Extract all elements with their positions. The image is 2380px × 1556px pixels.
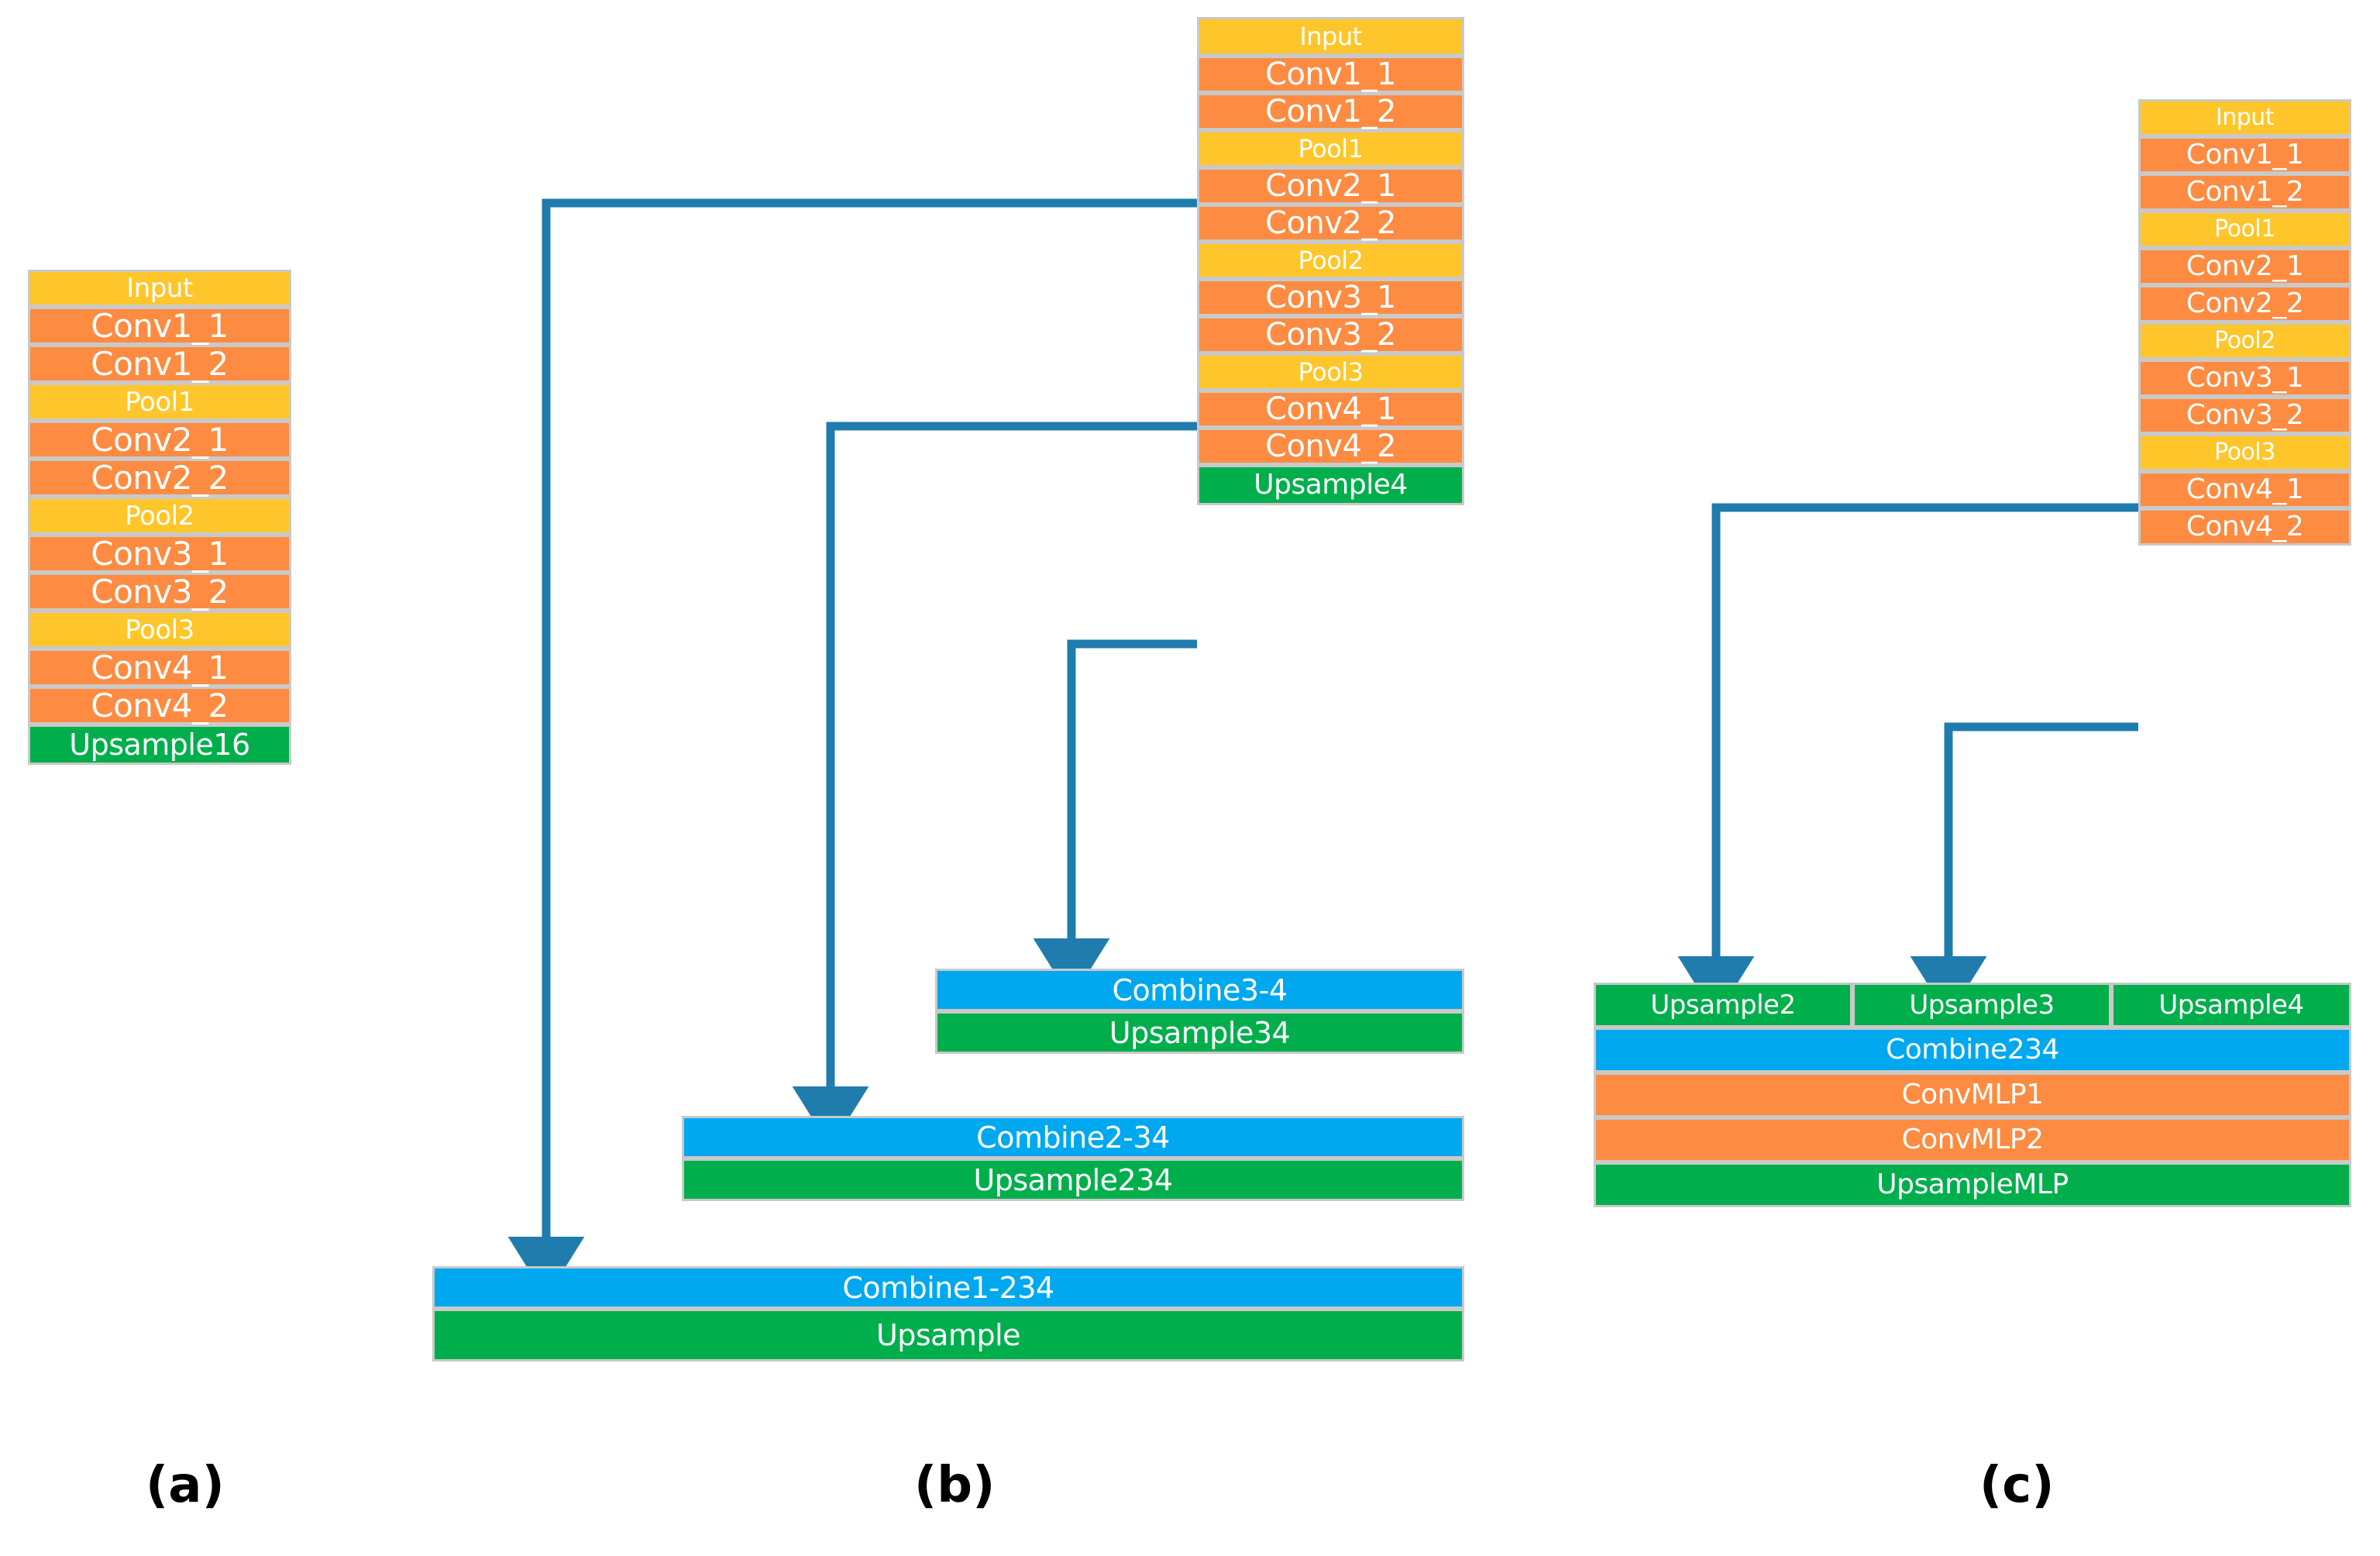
block-c-7[interactable]: Conv3_1 bbox=[2138, 360, 2351, 397]
block-a-11[interactable]: Conv4_2 bbox=[28, 687, 291, 725]
block-c-3[interactable]: Pool1 bbox=[2138, 211, 2351, 248]
block-a-0[interactable]: Input bbox=[28, 270, 291, 307]
panel-label-c: (c) bbox=[1979, 1457, 2055, 1514]
block-b-9[interactable]: Pool3 bbox=[1197, 353, 1464, 391]
block-a-10[interactable]: Conv4_1 bbox=[28, 649, 291, 687]
step-b-combine2-34[interactable]: Combine2-34 bbox=[682, 1116, 1464, 1158]
block-b-2[interactable]: Conv1_2 bbox=[1197, 93, 1464, 130]
block-c-9[interactable]: Pool3 bbox=[2138, 434, 2351, 471]
block-c-11[interactable]: Conv4_2 bbox=[2138, 508, 2351, 546]
block-b-7[interactable]: Conv3_1 bbox=[1197, 279, 1464, 316]
step-b-upsample234[interactable]: Upsample234 bbox=[682, 1158, 1464, 1201]
block-b-1[interactable]: Conv1_1 bbox=[1197, 56, 1464, 93]
block-a-12[interactable]: Upsample16 bbox=[28, 725, 291, 765]
arrow-b-conv3_2-to-combine3-4 bbox=[1033, 639, 1197, 1000]
block-b-6[interactable]: Pool2 bbox=[1197, 242, 1464, 279]
block-a-8[interactable]: Conv3_2 bbox=[28, 573, 291, 611]
arrow-b-conv1_2-to-combine1-234 bbox=[507, 198, 1197, 1298]
block-a-6[interactable]: Pool2 bbox=[28, 497, 291, 535]
arrow-c-conv2_2-to-upsample2 bbox=[1677, 503, 2138, 1017]
step-b-combine1-234[interactable]: Combine1-234 bbox=[432, 1266, 1464, 1309]
step-b-upsample[interactable]: Upsample bbox=[432, 1309, 1464, 1362]
block-a-7[interactable]: Conv3_1 bbox=[28, 535, 291, 573]
block-a-4[interactable]: Conv2_1 bbox=[28, 421, 291, 459]
block-b-4[interactable]: Conv2_1 bbox=[1197, 167, 1464, 205]
block-c-2[interactable]: Conv1_2 bbox=[2138, 174, 2351, 211]
step-b-upsample34[interactable]: Upsample34 bbox=[935, 1011, 1464, 1054]
block-c-1[interactable]: Conv1_1 bbox=[2138, 136, 2351, 174]
arrow-c-conv3_2-to-upsample3 bbox=[1910, 722, 2138, 1017]
block-a-5[interactable]: Conv2_2 bbox=[28, 459, 291, 497]
block-b-12[interactable]: Upsample4 bbox=[1197, 465, 1464, 505]
block-c-5[interactable]: Conv2_2 bbox=[2138, 285, 2351, 322]
block-b-3[interactable]: Pool1 bbox=[1197, 130, 1464, 167]
block-b-8[interactable]: Conv3_2 bbox=[1197, 316, 1464, 353]
block-a-9[interactable]: Pool3 bbox=[28, 611, 291, 649]
block-c-10[interactable]: Conv4_1 bbox=[2138, 471, 2351, 508]
block-b-10[interactable]: Conv4_1 bbox=[1197, 391, 1464, 428]
block-c-convmlp1[interactable]: ConvMLP1 bbox=[1594, 1072, 2351, 1117]
block-c-upsample4[interactable]: Upsample4 bbox=[2111, 983, 2351, 1028]
panel-label-a: (a) bbox=[146, 1457, 225, 1514]
block-c-upsample3[interactable]: Upsample3 bbox=[1852, 983, 2111, 1028]
block-b-5[interactable]: Conv2_2 bbox=[1197, 205, 1464, 242]
block-c-combine234[interactable]: Combine234 bbox=[1594, 1028, 2351, 1072]
panel-label-b: (b) bbox=[914, 1457, 996, 1514]
block-a-3[interactable]: Pool1 bbox=[28, 383, 291, 421]
block-b-0[interactable]: Input bbox=[1197, 17, 1464, 56]
step-b-combine3-4[interactable]: Combine3-4 bbox=[935, 969, 1464, 1011]
block-b-11[interactable]: Conv4_2 bbox=[1197, 428, 1464, 465]
block-c-8[interactable]: Conv3_2 bbox=[2138, 397, 2351, 434]
block-a-1[interactable]: Conv1_1 bbox=[28, 307, 291, 345]
block-c-upsample2[interactable]: Upsample2 bbox=[1594, 983, 1852, 1028]
block-a-2[interactable]: Conv1_2 bbox=[28, 345, 291, 383]
block-c-6[interactable]: Pool2 bbox=[2138, 322, 2351, 360]
block-c-0[interactable]: Input bbox=[2138, 99, 2351, 136]
block-c-convmlp2[interactable]: ConvMLP2 bbox=[1594, 1117, 2351, 1162]
block-c-upsamplemlp[interactable]: UpsampleMLP bbox=[1594, 1162, 2351, 1207]
block-c-4[interactable]: Conv2_1 bbox=[2138, 248, 2351, 285]
